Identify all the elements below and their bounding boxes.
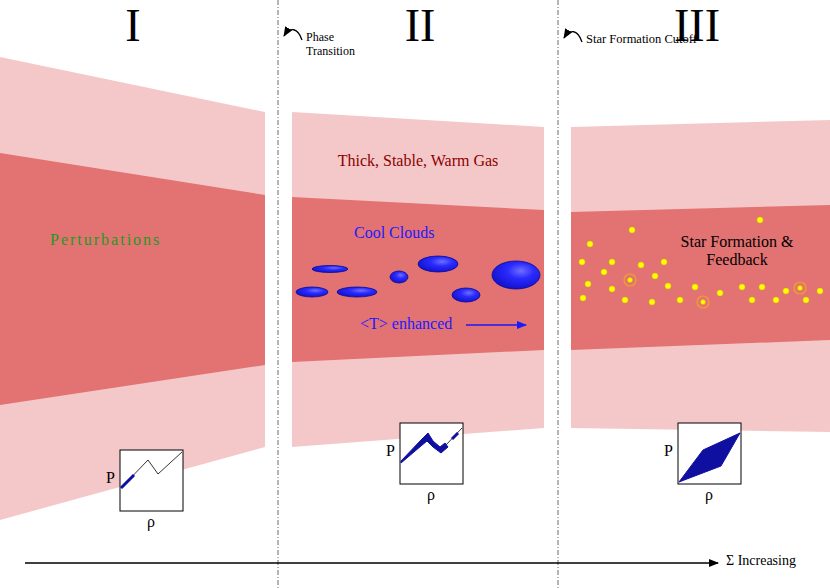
disk-region: Perturbations [0, 153, 265, 405]
axis-arrow [25, 562, 718, 564]
warm-gas-region: Thick, Stable, Warm GasCool Clouds <T> en… [292, 112, 544, 447]
phase-plot: Pρ [100, 445, 195, 540]
warm-gas-band [292, 112, 544, 447]
callout-text: Star Formation Cutoff [586, 32, 697, 46]
axis-label: P [106, 469, 115, 487]
disk-region: Star Formation & Feedback [571, 205, 830, 350]
phase-plot [120, 450, 183, 511]
axis-label: ρ [427, 486, 435, 504]
axis-label: Σ Increasing [726, 553, 796, 569]
callout-text: Phase Transition [306, 31, 368, 59]
disk-region: Cool Clouds <T> enhanced [292, 197, 544, 362]
axis-label: P [664, 442, 673, 460]
gas-disk-band [292, 197, 544, 362]
region-label: Cool Clouds [354, 224, 434, 242]
panel-numeral: I [125, 0, 140, 53]
phase-plot: Pρ [658, 418, 753, 513]
stars [579, 217, 823, 308]
gas-disk-band [571, 205, 830, 350]
axis-label: P [386, 442, 395, 460]
annotation: <T> enhanced [360, 315, 452, 333]
region-label: Star Formation & Feedback [672, 233, 802, 270]
axis-label: ρ [705, 486, 713, 504]
cool-clouds [296, 256, 540, 302]
panel-numeral: II [405, 0, 436, 53]
trend-arrow [466, 324, 526, 325]
pointer-arrow [284, 30, 302, 40]
divider-line [558, 0, 559, 588]
warm-gas-band [0, 57, 265, 520]
axis-label: ρ [147, 513, 155, 531]
annotation: Perturbations [50, 231, 161, 249]
gas-disk-band [0, 153, 265, 405]
phase-plot: Pρ [380, 418, 475, 513]
phase-plot [678, 423, 741, 484]
warm-gas-band [571, 120, 830, 432]
pointer-arrow [564, 32, 582, 42]
phase-plot [400, 423, 463, 484]
region-label: Thick, Stable, Warm Gas [338, 152, 499, 170]
divider-line [278, 0, 279, 588]
